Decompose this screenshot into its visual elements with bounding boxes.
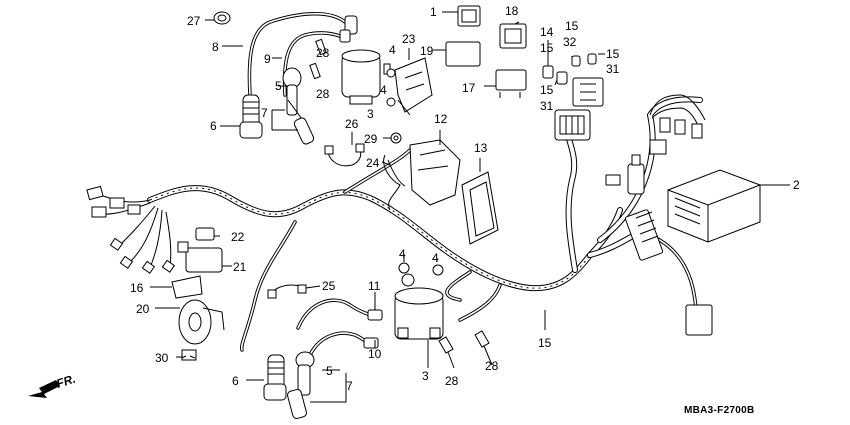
callout-5-a: 5 xyxy=(275,79,282,93)
diagram-code: MBA3-F2700B xyxy=(684,405,755,416)
callout-29: 29 xyxy=(364,132,378,146)
callout-6-b: 6 xyxy=(232,374,239,388)
callout-28-a: 28 xyxy=(316,46,330,60)
relay-parts xyxy=(445,5,527,98)
leader-lines xyxy=(150,11,790,403)
callout-10: 10 xyxy=(368,347,382,361)
callout-15-e: 15 xyxy=(538,336,552,350)
callout-15-c: 15 xyxy=(606,47,620,61)
callout-15-d: 15 xyxy=(540,83,554,97)
callout-20: 20 xyxy=(136,302,150,316)
callout-3-b: 3 xyxy=(422,369,429,383)
callout-28-c: 28 xyxy=(445,374,459,388)
callout-numbers: 27 8 9 28 5 28 7 6 4 4 3 23 1 18 19 17 1… xyxy=(130,4,800,393)
callout-30: 30 xyxy=(155,351,169,365)
callout-28-b: 28 xyxy=(316,87,330,101)
callout-31-a: 31 xyxy=(606,62,620,76)
callout-3-a: 3 xyxy=(367,107,374,121)
starter-relay-area xyxy=(309,38,433,144)
main-wire-harness xyxy=(147,96,703,352)
callout-26: 26 xyxy=(345,117,359,131)
callout-31-b: 31 xyxy=(540,99,554,113)
callout-6-a: 6 xyxy=(210,119,217,133)
callout-8: 8 xyxy=(212,40,219,54)
callout-7-a: 7 xyxy=(261,106,268,120)
callout-24: 24 xyxy=(366,156,380,170)
callout-13: 13 xyxy=(474,141,488,155)
callout-2: 2 xyxy=(793,178,800,192)
callout-4-a: 4 xyxy=(389,43,396,57)
callout-16: 16 xyxy=(130,281,144,295)
callout-21: 21 xyxy=(233,260,247,274)
callout-32: 32 xyxy=(563,35,577,49)
callout-1: 1 xyxy=(430,5,437,19)
callout-5-b: 5 xyxy=(326,364,333,378)
callout-4-d: 4 xyxy=(432,251,439,265)
spark-plug-cap-assembly-top xyxy=(213,11,358,145)
callout-17: 17 xyxy=(462,81,476,95)
callout-15-a: 15 xyxy=(540,41,554,55)
front-direction-arrow xyxy=(28,380,60,398)
callout-12: 12 xyxy=(434,112,448,126)
callout-19: 19 xyxy=(420,44,434,58)
callout-28-d: 28 xyxy=(485,359,499,373)
front-direction-label: FR. xyxy=(55,372,78,391)
callout-7-b: 7 xyxy=(346,379,353,393)
callout-9: 9 xyxy=(264,52,271,66)
callout-4-b: 4 xyxy=(380,83,387,97)
fuses xyxy=(542,53,604,141)
callout-15-b: 15 xyxy=(565,19,579,33)
ecu-unit xyxy=(667,169,761,243)
callout-22: 22 xyxy=(231,230,245,244)
middle-parts xyxy=(324,139,499,245)
lower-middle-parts xyxy=(263,262,490,419)
callout-23: 23 xyxy=(402,32,416,46)
callout-27: 27 xyxy=(187,14,201,28)
left-connector-cluster xyxy=(86,185,176,274)
ecu-connector xyxy=(624,209,713,336)
right-upper-connectors xyxy=(605,94,706,195)
callout-4-c: 4 xyxy=(399,247,406,261)
callout-18: 18 xyxy=(505,4,519,18)
callout-25: 25 xyxy=(322,279,336,293)
lower-left-parts xyxy=(171,227,225,361)
callout-14: 14 xyxy=(540,25,554,39)
callout-11: 11 xyxy=(368,279,381,293)
